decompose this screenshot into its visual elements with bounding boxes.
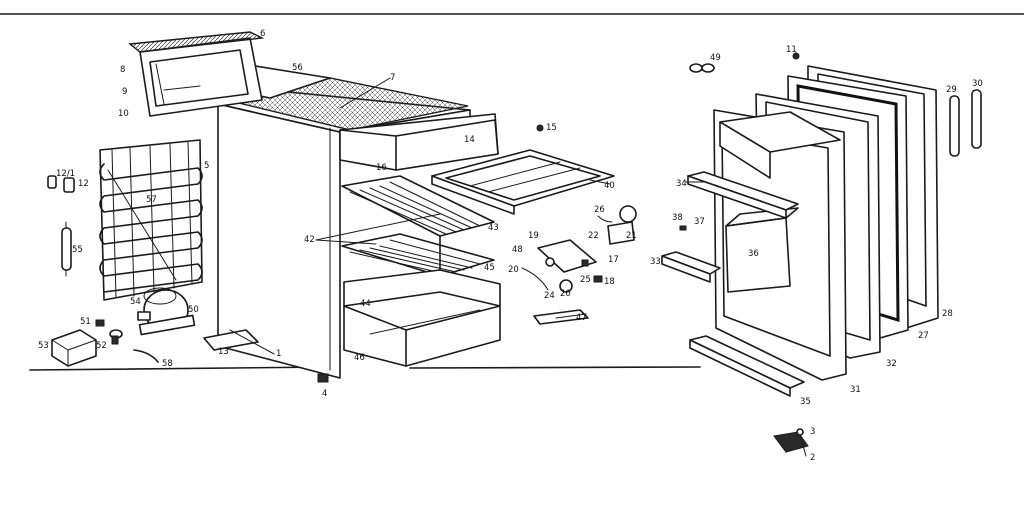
- part-label-57: 57: [146, 195, 157, 205]
- part-label-28: 28: [942, 309, 953, 319]
- leader-lines: [229, 77, 807, 457]
- clip-37-38: [679, 225, 687, 231]
- door-shelf-34: [687, 171, 799, 219]
- part-label-20b: 20: [560, 289, 571, 299]
- part-label-55: 55: [72, 245, 83, 255]
- part-label-26: 26: [594, 205, 605, 215]
- pipe: [133, 349, 159, 363]
- part-label-29: 29: [946, 85, 957, 95]
- part-label-2: 2: [810, 453, 815, 463]
- part-label-20a: 20: [508, 265, 519, 275]
- part-label-45: 45: [484, 263, 495, 273]
- part-label-40: 40: [604, 181, 615, 191]
- door-handles: [949, 89, 982, 157]
- lower-hinge: [773, 428, 809, 453]
- drip-tray: [431, 149, 615, 215]
- part-label-3: 3: [810, 427, 815, 437]
- part-label-51: 51: [80, 317, 91, 327]
- part-label-5: 5: [204, 161, 209, 171]
- part-label-1: 1: [276, 349, 281, 359]
- base-plate: [203, 329, 259, 351]
- part-label-7: 7: [390, 73, 395, 83]
- condenser-coil: [99, 139, 203, 301]
- part-label-53: 53: [38, 341, 49, 351]
- part-label-37: 37: [694, 217, 705, 227]
- part-label-24: 24: [544, 291, 555, 301]
- part-label-13: 13: [218, 347, 229, 357]
- small-parts-12: [47, 175, 75, 193]
- part-label-15: 15: [546, 123, 557, 133]
- crisper-drawer: [343, 269, 501, 367]
- part-label-42: 42: [304, 235, 315, 245]
- part-label-56: 56: [292, 63, 303, 73]
- freezer-compartment-door: [339, 113, 499, 171]
- part-label-46: 46: [354, 353, 365, 363]
- relay-box: [51, 329, 97, 367]
- part-label-47: 47: [576, 313, 587, 323]
- part-label-21: 21: [626, 231, 637, 241]
- part-label-35: 35: [800, 397, 811, 407]
- part-label-18: 18: [604, 277, 615, 287]
- part-label-4: 4: [322, 389, 327, 399]
- part-label-19: 19: [528, 231, 539, 241]
- part-label-30: 30: [972, 79, 983, 89]
- screw-11: [792, 52, 800, 60]
- part-label-10: 10: [118, 109, 129, 119]
- part-label-48: 48: [512, 245, 523, 255]
- lamp-parts: [597, 205, 637, 245]
- part-label-11: 11: [786, 45, 797, 55]
- bracket-49: [689, 63, 715, 73]
- part-label-8: 8: [120, 65, 125, 75]
- part-label-44: 44: [360, 299, 371, 309]
- part-label-22: 22: [588, 231, 599, 241]
- part-label-49: 49: [710, 53, 721, 63]
- part-label-12: 12: [78, 179, 89, 189]
- screw-15: [536, 124, 544, 132]
- part-label-58: 58: [162, 359, 173, 369]
- part-label-36: 36: [748, 249, 759, 259]
- part-label-16: 16: [376, 163, 387, 173]
- leveling-foot: [317, 373, 329, 383]
- part-label-14: 14: [464, 135, 475, 145]
- part-labels: 1 2 3 4 5 6 7 8 9 10 11 12/1 12 13 14 15…: [38, 29, 983, 463]
- back-panel-assembly: [128, 31, 265, 117]
- filter-drier: [61, 221, 72, 277]
- floor-line-mid: [409, 366, 701, 369]
- part-label-50: 50: [188, 305, 199, 315]
- relay-parts: [95, 311, 151, 345]
- floor-line-left: [29, 366, 331, 371]
- butter-compartment: [725, 207, 799, 293]
- part-label-25: 25: [580, 275, 591, 285]
- part-label-9: 9: [122, 87, 127, 97]
- part-label-32: 32: [886, 359, 897, 369]
- part-label-38: 38: [672, 213, 683, 223]
- part-label-54: 54: [130, 297, 141, 307]
- thermostat-assembly: [521, 239, 603, 293]
- door-shelf-35: [689, 335, 805, 397]
- part-label-52: 52: [96, 341, 107, 351]
- part-label-6: 6: [260, 29, 265, 39]
- wire-shelves: [341, 175, 495, 277]
- door-shelf-33: [661, 251, 721, 283]
- part-label-12-1: 12/1: [56, 169, 75, 179]
- part-label-33: 33: [650, 257, 661, 267]
- compressor: [138, 287, 196, 336]
- part-label-27: 27: [918, 331, 929, 341]
- part-label-17: 17: [608, 255, 619, 265]
- part-label-43: 43: [488, 223, 499, 233]
- part-label-31: 31: [850, 385, 861, 395]
- part-label-34: 34: [676, 179, 687, 189]
